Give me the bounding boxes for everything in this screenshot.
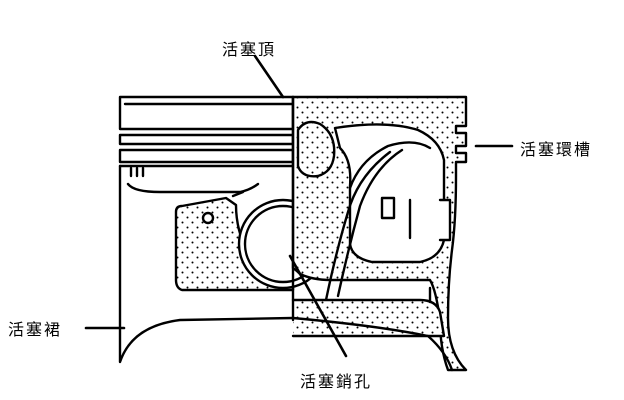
oil-holes <box>126 166 260 194</box>
label-skirt: 活塞裙 <box>8 320 63 339</box>
label-pin-hole: 活塞銷孔 <box>300 372 373 391</box>
left-exterior-half <box>118 95 334 364</box>
pin-clip-slot <box>380 196 396 220</box>
top-land <box>118 95 295 131</box>
inner-cavity <box>333 123 446 264</box>
crown-pocket <box>296 120 336 178</box>
label-piston-top: 活塞頂 <box>222 40 277 59</box>
label-ring-groove: 活塞環槽 <box>520 140 593 159</box>
boss-hole-icon <box>201 211 215 225</box>
leader-pin-hole <box>288 254 348 358</box>
leader-lines <box>84 54 514 358</box>
second-land <box>118 133 295 146</box>
skirt-section <box>291 298 446 338</box>
third-land <box>118 148 295 164</box>
right-section-half <box>291 95 468 372</box>
leader-piston-top <box>253 54 285 99</box>
